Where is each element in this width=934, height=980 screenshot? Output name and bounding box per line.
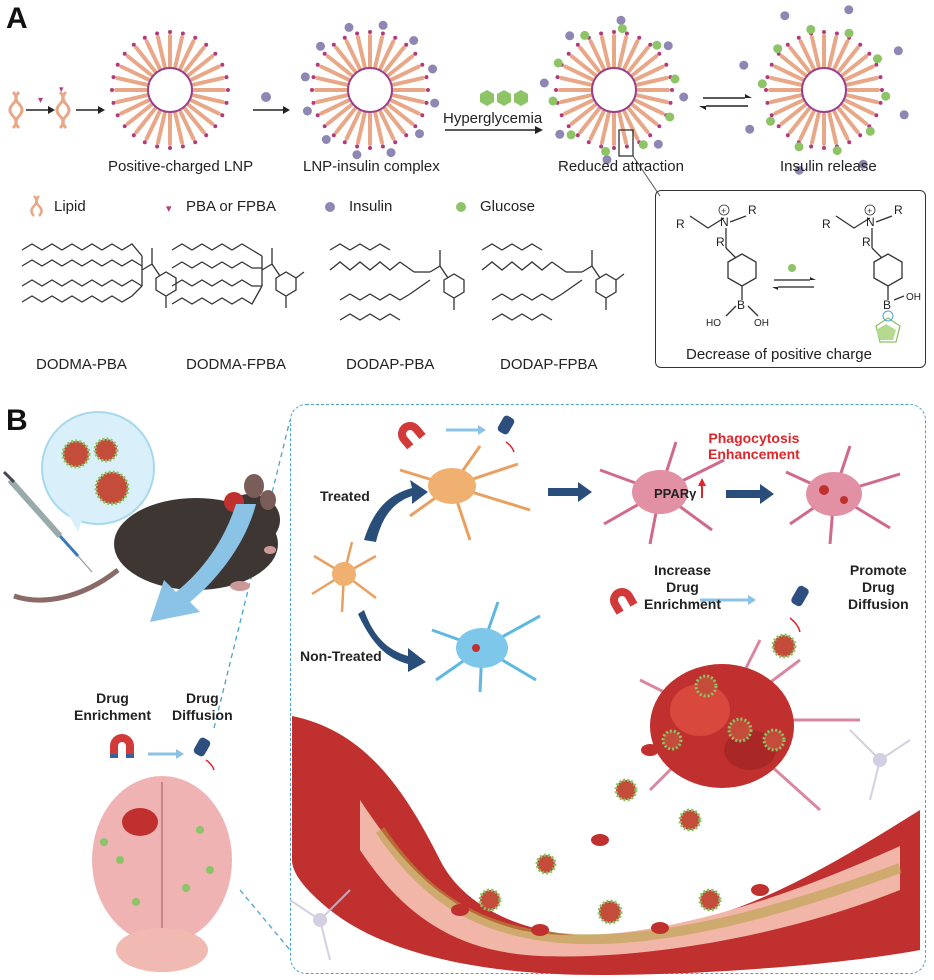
caption-positive-lnp: Positive-charged LNP	[108, 158, 254, 175]
lnp-insulin-release-icon	[739, 5, 909, 175]
legend-pba-icon: ▾	[166, 203, 172, 215]
microglia-non-treated-icon	[431, 601, 541, 693]
magnet-icon-top	[398, 422, 426, 450]
equilibrium-arrows	[699, 94, 752, 110]
ultrasound-probe-icon	[193, 737, 215, 771]
compound-dodma-fpba: DODMA-FPBA	[186, 356, 287, 373]
neuron-icons	[289, 729, 911, 961]
tumor-icon	[639, 633, 860, 812]
magnet-icon-middle	[610, 588, 638, 615]
chem-n-2: N	[866, 215, 875, 229]
arrow-non-treated	[358, 610, 426, 672]
label-non-treated: Non-Treated	[300, 648, 382, 664]
chem-r1-2: R	[822, 217, 831, 231]
lipid-pair-icon	[8, 90, 24, 130]
legend-lipid-icon	[30, 195, 43, 217]
chem-ho: HO	[706, 318, 721, 329]
label-treated: Treated	[320, 488, 370, 504]
panel-b-graphics	[2, 411, 920, 975]
svg-text:▾: ▾	[38, 95, 43, 106]
caption-decrease-positive-charge: Decrease of positive charge	[686, 346, 872, 363]
legend-glucose: Glucose	[480, 198, 536, 215]
blood-vessel-icon	[292, 716, 920, 975]
dodma-pba-structure	[21, 243, 177, 308]
chem-r2-2: R	[894, 203, 903, 217]
chem-r1-1: R	[676, 217, 685, 231]
dodma-fpba-structure	[171, 243, 305, 308]
ultrasound-probe-icon-top	[497, 415, 515, 453]
microglia-ppar-icon	[599, 441, 725, 545]
svg-text:▾: ▾	[59, 84, 64, 94]
magnet-icon	[110, 734, 134, 758]
chemical-mechanism-box	[655, 190, 926, 368]
lnp-insulin-complex-icon	[300, 20, 440, 160]
panel-a-letter: A	[6, 2, 28, 35]
microglia-phagocytosis-icon	[785, 445, 901, 545]
lnp-reduced-attraction-icon	[539, 15, 689, 165]
svg-text:+: +	[721, 206, 726, 216]
legend-pba: PBA or FPBA	[186, 198, 277, 215]
legend-glucose-icon	[456, 202, 466, 212]
compound-dodap-fpba: DODAP-FPBA	[500, 356, 598, 373]
lipid-pba-icon: ▾	[55, 84, 71, 130]
caption-reduced-attraction: Reduced attraction	[558, 158, 684, 175]
microglia-treated-icon	[399, 445, 531, 541]
chem-oh-1: OH	[754, 318, 769, 329]
chem-b-1: B	[737, 298, 745, 312]
chem-n-1: N	[720, 215, 729, 229]
legend-insulin-icon	[325, 202, 335, 212]
chem-r2-1: R	[748, 203, 757, 217]
microglia-resting-icon	[311, 541, 377, 613]
positive-lnp-icon	[110, 30, 230, 150]
dodap-fpba-structure	[481, 243, 625, 321]
caption-hyperglycemia: Hyperglycemia	[443, 110, 543, 127]
svg-text:+: +	[867, 206, 872, 216]
panel-a-graphics: ▾ ▾ ▾	[8, 5, 921, 343]
caption-insulin-release: Insulin release	[780, 158, 877, 175]
brain-icon	[92, 776, 232, 972]
legend-insulin: Insulin	[349, 198, 393, 215]
equilibrium-glucose-arrows	[772, 264, 816, 290]
legend-lipid: Lipid	[54, 198, 86, 215]
nanoparticle-bubble-icon	[41, 411, 155, 532]
chem-b-2: B	[883, 298, 891, 312]
syringe-icon	[2, 470, 93, 573]
panel-b-letter: B	[6, 404, 28, 437]
injection-arrow-icon	[150, 504, 256, 622]
chem-r3-2: R	[862, 235, 871, 249]
chem-r3-1: R	[716, 235, 725, 249]
arrow-treated	[364, 480, 428, 542]
caption-lnp-insulin-complex: LNP-insulin complex	[303, 158, 440, 175]
label-ppar: PPARγ	[654, 486, 697, 501]
compound-dodap-pba: DODAP-PBA	[346, 356, 435, 373]
ammonium-pba-structure	[689, 215, 759, 317]
ultrasound-probe-icon-middle	[789, 585, 809, 633]
dodap-pba-structure	[329, 243, 465, 321]
ammonium-boronate-structure	[835, 215, 905, 343]
compound-dodma-pba: DODMA-PBA	[36, 356, 127, 373]
chem-oh-2: OH	[906, 292, 921, 303]
